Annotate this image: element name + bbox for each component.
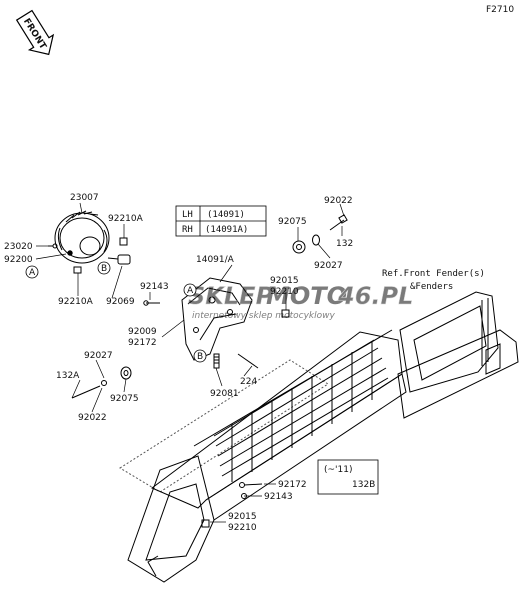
callout-circle-b-left: B xyxy=(97,261,111,275)
part-92210-bottom: 92210 xyxy=(228,523,257,533)
svg-text:B: B xyxy=(101,264,107,274)
year-note-part: 132B xyxy=(352,480,375,490)
part-92075-top: 92075 xyxy=(278,217,307,227)
part-23020: 23020 xyxy=(4,242,33,252)
part-132a: 132A xyxy=(56,371,80,381)
watermark-tagline: internetowy sklep motocyklowy xyxy=(192,311,335,321)
part-92022-top: 92022 xyxy=(324,196,353,206)
part-92143-top: 92143 xyxy=(140,282,169,292)
part-132: 132 xyxy=(336,239,353,249)
part-23007: 23007 xyxy=(70,193,99,203)
side-rh-code: (14091A) xyxy=(205,225,248,235)
ref-note-line2: &Fenders xyxy=(410,282,453,292)
part-92210-top: 92210 xyxy=(270,287,299,297)
part-92015-bottom: 92015 xyxy=(228,512,257,522)
part-92172-top: 92172 xyxy=(128,338,157,348)
headlight-bracket xyxy=(143,277,259,369)
bracket-fasteners xyxy=(281,214,348,318)
svg-text:A: A xyxy=(187,286,194,296)
part-92075-left: 92075 xyxy=(110,394,139,404)
front-fender-grille xyxy=(119,291,519,583)
svg-text:A: A xyxy=(29,268,36,278)
side-rh: RH xyxy=(182,225,193,235)
callout-circle-b-bracket: B xyxy=(193,349,207,363)
figure-code: F2710 xyxy=(486,5,514,15)
part-92027-left: 92027 xyxy=(84,351,113,361)
year-note-box: (~'11) 132B xyxy=(317,459,379,495)
callout-circle-a-left: A xyxy=(25,265,39,279)
part-224: 224 xyxy=(240,377,257,387)
watermark-brand-right: 46.PL xyxy=(337,282,413,310)
part-92172-bottom: 92172 xyxy=(278,480,307,490)
watermark: SKLEP MOTO 46.PL internetowy sklep motoc… xyxy=(188,282,414,321)
part-92022-left: 92022 xyxy=(78,413,107,423)
part-labels: 23007 92210A 23020 92200 92210A 92069 92… xyxy=(4,193,353,533)
year-note-text: (~'11) xyxy=(324,465,353,475)
watermark-brand-left: SKLEP xyxy=(188,282,274,310)
side-lh-code: (14091) xyxy=(207,210,245,220)
ref-note-line1: Ref.Front Fender(s) xyxy=(382,269,485,279)
svg-text:B: B xyxy=(197,352,203,362)
front-arrow-icon: FRONT xyxy=(15,9,55,56)
watermark-brand-mid: MOTO xyxy=(266,282,347,310)
side-lh: LH xyxy=(182,210,193,220)
part-92009: 92009 xyxy=(128,327,157,337)
part-14091a: 14091/A xyxy=(196,255,235,265)
part-92027-top: 92027 xyxy=(314,261,343,271)
callout-circle-a-bracket: A xyxy=(183,283,197,297)
part-92081: 92081 xyxy=(210,389,239,399)
part-92200: 92200 xyxy=(4,255,33,265)
part-92210a-top: 92210A xyxy=(108,214,144,224)
part-92069: 92069 xyxy=(106,297,135,307)
side-table: LH (14091) RH (14091A) xyxy=(175,205,267,237)
part-92015-top: 92015 xyxy=(270,276,299,286)
leader-lines xyxy=(35,202,345,523)
part-92210a-bottom: 92210A xyxy=(58,297,94,307)
part-92143-bottom: 92143 xyxy=(264,492,293,502)
